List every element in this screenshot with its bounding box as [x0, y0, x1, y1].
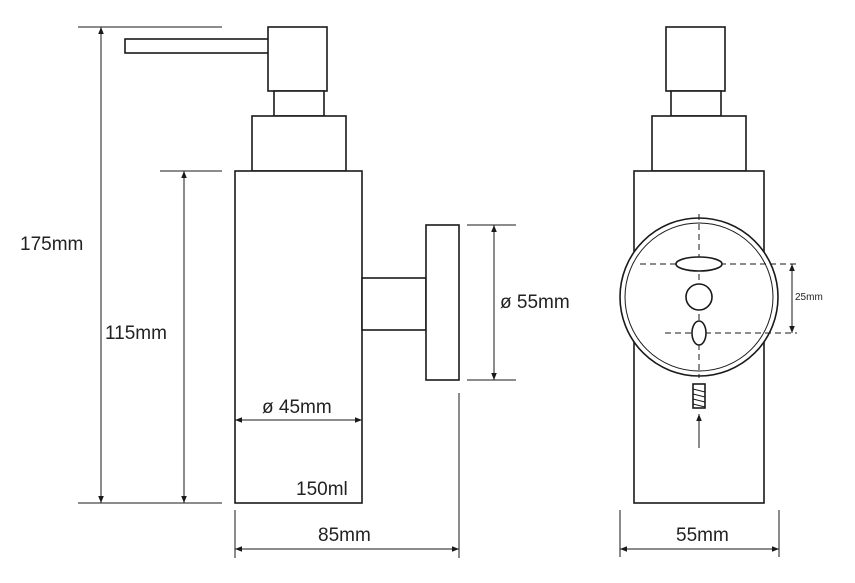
dimension-total-depth: 85mm [234, 393, 460, 558]
flange-diameter-label: ø 55mm [500, 292, 570, 313]
upper-slot-hole [675, 256, 723, 272]
dimension-flange-diameter: ø 55mm [467, 224, 570, 381]
wall-arm [361, 277, 427, 331]
back-pump-collar [651, 115, 747, 172]
center-hole [685, 283, 713, 311]
pump-head [267, 26, 328, 92]
wall-flange [425, 224, 460, 381]
dimension-hole-spacing: 25mm [789, 264, 823, 333]
container-body [234, 170, 363, 504]
back-pump-neck [670, 90, 722, 117]
back-view [619, 26, 797, 504]
dimension-back-width: 55mm [619, 510, 780, 557]
side-view [124, 26, 460, 504]
dimension-total-height: 175mm [20, 26, 222, 504]
pump-spout [124, 38, 270, 54]
back-width-label: 55mm [676, 525, 729, 546]
total-depth-label: 85mm [318, 525, 371, 546]
set-screw [692, 383, 706, 409]
total-height-label: 175mm [20, 234, 83, 255]
body-diameter-label: ø 45mm [262, 397, 332, 418]
body-height-label: 115mm [105, 323, 167, 344]
back-flange-inner [624, 222, 774, 372]
capacity-label: 150ml [296, 479, 348, 500]
pump-neck [273, 90, 325, 117]
dimension-body-diameter: ø 45mm [235, 397, 362, 423]
dimension-body-height: 115mm [105, 170, 222, 504]
hole-spacing-label: 25mm [795, 292, 823, 303]
pump-collar [251, 115, 347, 172]
back-pump-head [665, 26, 726, 92]
lower-slot-hole [691, 320, 707, 346]
